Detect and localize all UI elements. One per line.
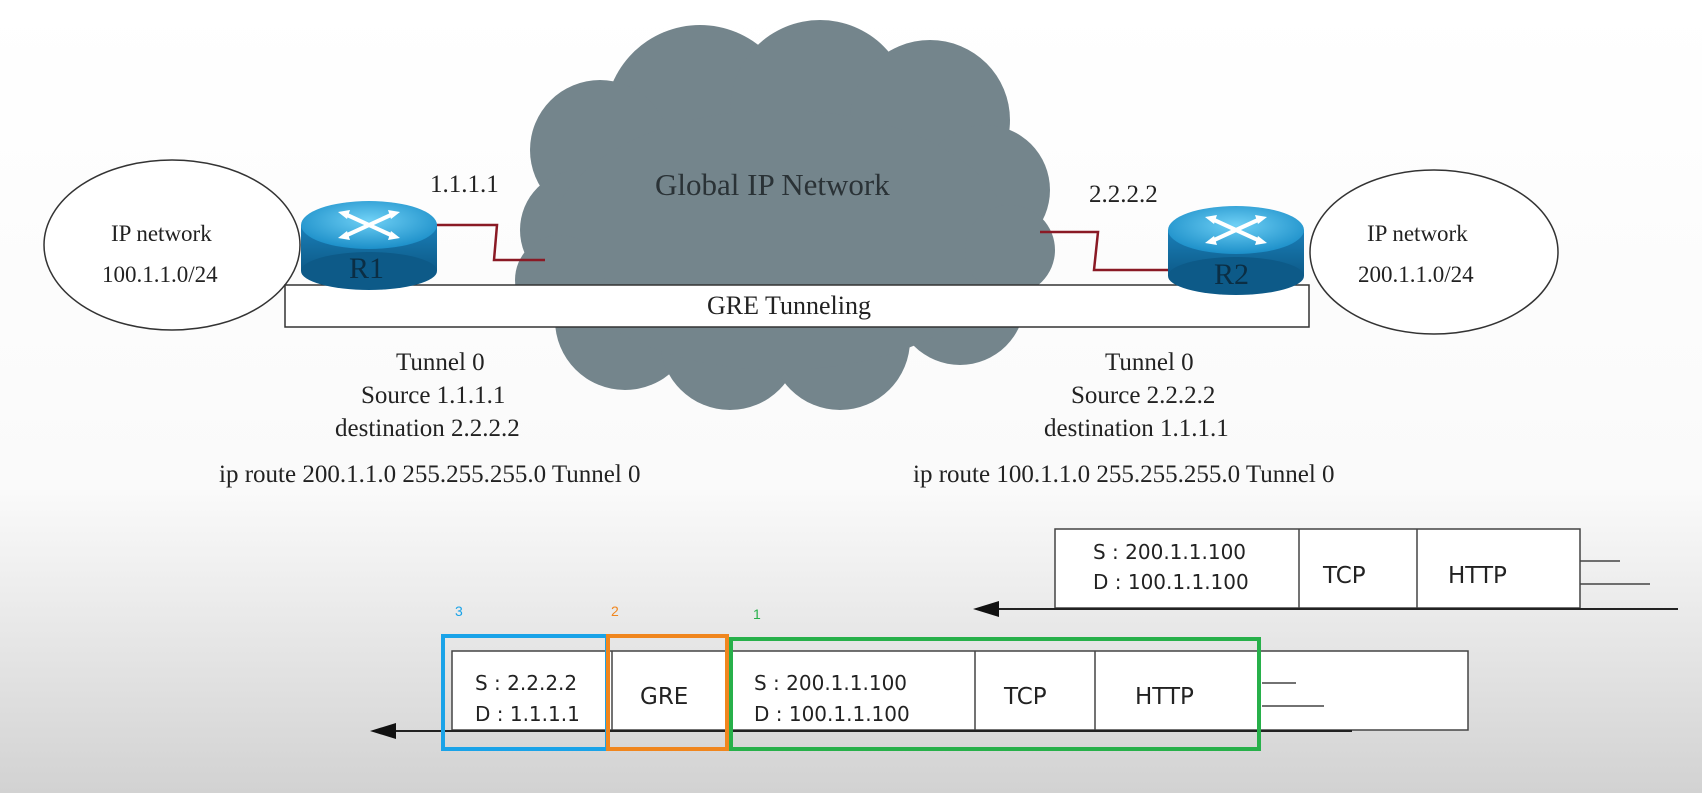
right-network-subnet: 200.1.1.0/24	[1358, 262, 1474, 287]
original-packet-dst: D : 100.1.1.100	[1093, 570, 1249, 594]
left-network-title: IP network	[111, 221, 212, 246]
encapsulated-gre: GRE	[640, 684, 689, 710]
right-config-tunnel: Tunnel 0	[1105, 349, 1194, 376]
original-packet-http: HTTP	[1448, 563, 1507, 589]
router-r1-label: R1	[349, 252, 385, 285]
left-network-ellipse	[43, 159, 301, 331]
left-network-subnet: 100.1.1.0/24	[102, 262, 218, 287]
right-network-title: IP network	[1367, 221, 1468, 246]
router-r2-ip: 2.2.2.2	[1089, 181, 1158, 208]
highlight-number-1: 1	[753, 606, 761, 622]
original-packet-arrowhead	[973, 601, 999, 617]
highlight-number-2: 2	[611, 603, 619, 619]
left-config-destination: destination 2.2.2.2	[335, 415, 520, 442]
encapsulated-tcp: TCP	[1004, 684, 1047, 710]
encapsulated-packet-arrowhead	[370, 723, 396, 739]
highlight-number-3: 3	[455, 603, 463, 619]
router-r1-icon	[301, 201, 437, 290]
original-packet-src: S : 200.1.1.100	[1093, 540, 1247, 564]
right-config-source: Source 2.2.2.2	[1071, 382, 1216, 409]
highlight-box-original-packet	[729, 637, 1261, 751]
original-packet-tcp: TCP	[1323, 563, 1366, 589]
encapsulated-inner-src: S : 200.1.1.100	[754, 671, 908, 695]
left-config-tunnel: Tunnel 0	[396, 349, 485, 376]
encapsulated-outer-src: S : 2.2.2.2	[475, 671, 578, 695]
highlight-box-gre	[606, 634, 729, 751]
right-network-ellipse	[1309, 169, 1559, 335]
left-serial-link	[436, 223, 545, 262]
router-r2-label: R2	[1214, 258, 1250, 291]
cloud-label: Global IP Network	[655, 167, 890, 202]
router-r1-ip: 1.1.1.1	[430, 171, 499, 198]
right-config-destination: destination 1.1.1.1	[1044, 415, 1229, 442]
encapsulated-inner-dst: D : 100.1.1.100	[754, 702, 910, 726]
gre-tunnel-bar	[284, 284, 1310, 328]
gre-tunnel-label: GRE Tunneling	[707, 291, 871, 320]
encapsulated-packet	[370, 650, 1469, 739]
left-config-route: ip route 200.1.1.0 255.255.255.0 Tunnel …	[219, 461, 641, 488]
right-serial-link	[1040, 230, 1175, 272]
right-config-route: ip route 100.1.1.0 255.255.255.0 Tunnel …	[913, 461, 1335, 488]
left-config-source: Source 1.1.1.1	[361, 382, 506, 409]
original-packet	[973, 528, 1678, 617]
router-r2-icon	[1168, 206, 1304, 295]
encapsulated-http: HTTP	[1135, 684, 1194, 710]
encapsulated-outer-dst: D : 1.1.1.1	[475, 702, 580, 726]
